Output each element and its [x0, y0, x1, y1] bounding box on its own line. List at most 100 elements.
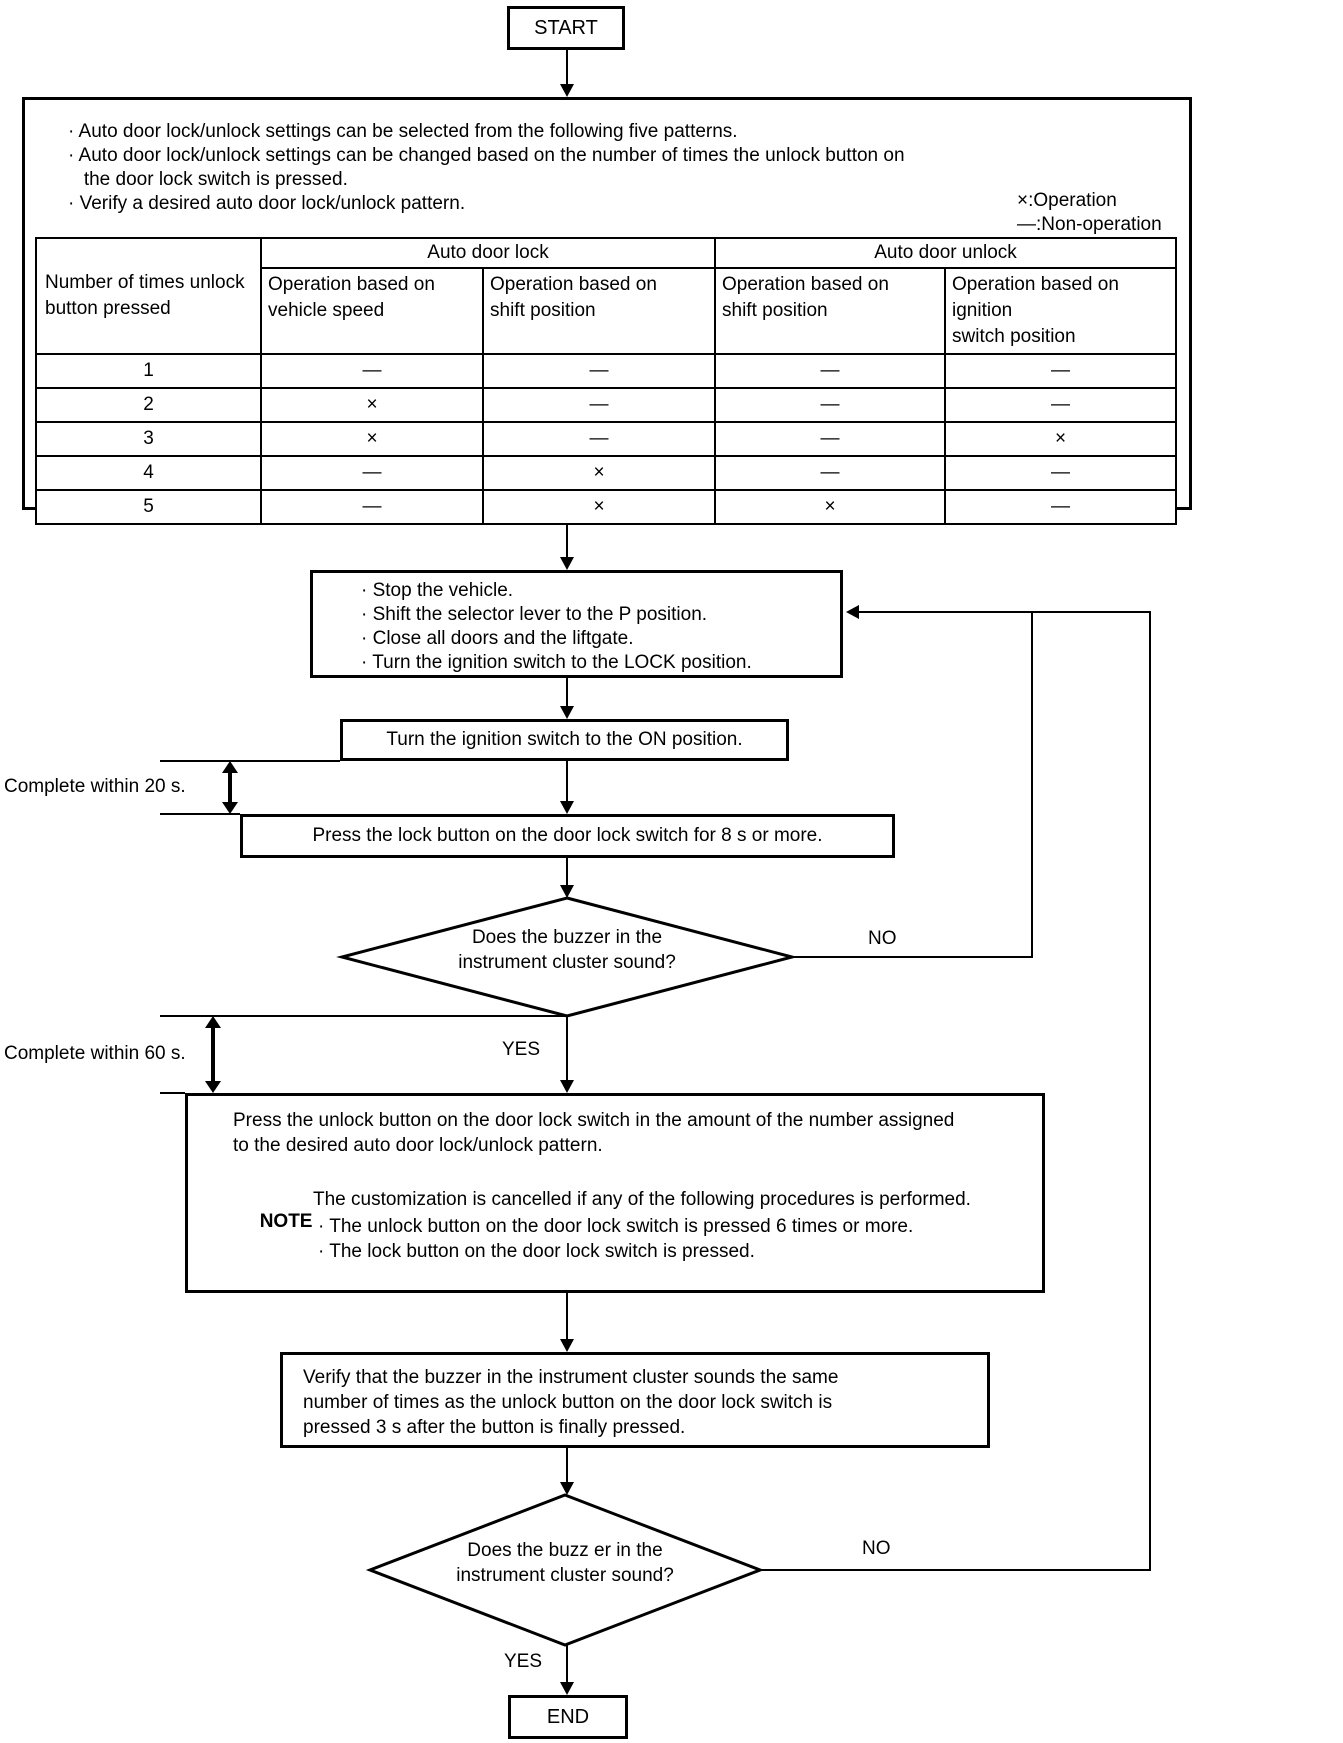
subheader-shift-position-lock: Operation based on shift position — [482, 267, 716, 355]
arrowhead-down-icon — [560, 885, 574, 898]
arrowheads — [560, 84, 859, 1695]
prepare-vehicle-box: · Stop the vehicle.· Shift the selector … — [310, 570, 843, 678]
arrowhead-down-icon — [560, 1339, 574, 1352]
mark-cell: × — [482, 455, 716, 491]
end-label: END — [546, 1705, 590, 1728]
table-row: 3×——× — [35, 421, 1177, 457]
prepare-bullet-line: · Close all doors and the liftgate. — [361, 628, 634, 649]
arrowhead-down-icon — [560, 84, 574, 97]
verify-line: number of times as the unlock button on … — [303, 1392, 833, 1413]
mark-cell: — — [482, 353, 716, 389]
table-row: 1———— — [35, 353, 1177, 389]
mark-cell: — — [260, 455, 484, 491]
table-group-header-row: Number of times unlock button pressed Au… — [35, 237, 1177, 355]
arrowhead-down-icon — [560, 1080, 574, 1093]
table-row: 2×——— — [35, 387, 1177, 423]
intro-bullet-line: · Auto door lock/unlock settings can be … — [68, 145, 905, 166]
ignition-on-text: Turn the ignition switch to the ON posit… — [386, 729, 743, 750]
arrowhead-down-icon — [560, 706, 574, 719]
header-auto-door-unlock: Auto door unlock — [714, 237, 1177, 269]
press-unlock-text: Press the unlock button on the door lock… — [233, 1108, 954, 1158]
legend-line: —:Non-operation — [1017, 214, 1162, 235]
note-label: NOTE — [259, 1211, 313, 1232]
start-label: START — [534, 16, 598, 39]
times-cell: 4 — [35, 455, 262, 491]
arrowhead-down-icon — [560, 1482, 574, 1495]
subheader-ignition-switch: Operation based on ignition switch posit… — [944, 267, 1177, 355]
decision1-line2: instrument cluster sound? — [458, 952, 676, 973]
bracket-double-arrows — [205, 761, 238, 1093]
no-return-path-2 — [760, 611, 1151, 1571]
mark-cell: — — [714, 455, 946, 491]
prepare-bullet-list: · Stop the vehicle.· Shift the selector … — [361, 579, 752, 675]
mark-cell: — — [482, 421, 716, 457]
no-return-path-1 — [792, 612, 1033, 958]
press-unlock-line: to the desired auto door lock/unlock pat… — [233, 1135, 603, 1156]
mark-cell: — — [260, 489, 484, 525]
mark-cell: — — [944, 353, 1177, 389]
times-cell: 2 — [35, 387, 262, 423]
yes-label-2: YES — [504, 1651, 543, 1672]
intro-bullet-line: · Verify a desired auto door lock/unlock… — [68, 193, 466, 214]
table-row: 4—×—— — [35, 455, 1177, 491]
arrowhead-down-icon — [205, 1081, 221, 1093]
decision2-text: Does the buzz er in the instrument clust… — [405, 1538, 725, 1588]
mark-cell: — — [714, 387, 946, 423]
complete-20s-label: Complete within 20 s. — [4, 776, 186, 797]
arrowhead-down-icon — [222, 802, 238, 814]
intro-bullet-line: the door lock switch is pressed. — [68, 169, 348, 190]
mark-cell: × — [482, 489, 716, 525]
mark-cell: × — [260, 387, 484, 423]
complete-60s-label: Complete within 60 s. — [4, 1043, 186, 1064]
decision-diamond-2 — [365, 1493, 765, 1647]
arrowhead-up-icon — [205, 1016, 221, 1028]
no-label-2: NO — [862, 1538, 891, 1559]
no-label-1: NO — [868, 928, 897, 949]
prepare-bullet-line: · Turn the ignition switch to the LOCK p… — [361, 652, 752, 673]
operation-legend: ×:Operation —:Non-operation — [1017, 189, 1162, 237]
verify-line: Verify that the buzzer in the instrument… — [303, 1367, 839, 1388]
verify-line: pressed 3 s after the button is finally … — [303, 1417, 686, 1438]
mark-cell: — — [260, 353, 484, 389]
end-node: END — [508, 1695, 628, 1739]
ignition-on-box: Turn the ignition switch to the ON posit… — [340, 719, 789, 761]
pattern-table-body: 1————2×———3×——×4—×——5—××— — [35, 353, 1177, 525]
note-bullet-line: · The unlock button on the door lock swi… — [318, 1216, 914, 1237]
arrowhead-down-icon — [560, 557, 574, 570]
intro-bullet-line: · Auto door lock/unlock settings can be … — [68, 121, 738, 142]
times-cell: 5 — [35, 489, 262, 525]
mark-cell: — — [944, 489, 1177, 525]
decision-diamond-1 — [336, 896, 798, 1018]
arrowhead-up-icon — [222, 761, 238, 773]
intro-bullet-list: · Auto door lock/unlock settings can be … — [68, 120, 905, 216]
mark-cell: — — [714, 353, 946, 389]
verify-text: Verify that the buzzer in the instrument… — [303, 1365, 838, 1440]
mark-cell: — — [944, 387, 1177, 423]
decision2-line1: Does the buzz er in the — [467, 1540, 663, 1561]
start-node: START — [507, 6, 625, 50]
mark-cell: — — [714, 421, 946, 457]
table-row: 5—××— — [35, 489, 1177, 525]
press-unlock-line: Press the unlock button on the door lock… — [233, 1110, 955, 1131]
legend-line: ×:Operation — [1017, 190, 1117, 211]
press-lock-box: Press the lock button on the door lock s… — [240, 814, 895, 858]
mark-cell: — — [482, 387, 716, 423]
prepare-bullet-line: · Stop the vehicle. — [361, 580, 514, 601]
times-cell: 1 — [35, 353, 262, 389]
mark-cell: × — [944, 421, 1177, 457]
decision2-line2: instrument cluster sound? — [456, 1565, 674, 1586]
mark-cell: × — [714, 489, 946, 525]
note-bullet-line: · The lock button on the door lock switc… — [318, 1241, 755, 1262]
table-sub-header-row: Operation based on vehicle speed Operati… — [36, 267, 1177, 355]
subheader-shift-position-unlock: Operation based on shift position — [714, 267, 946, 355]
mark-cell: × — [260, 421, 484, 457]
note-row: NOTE The customization is cancelled if a… — [228, 1189, 971, 1277]
subheader-vehicle-speed: Operation based on vehicle speed — [260, 267, 484, 355]
yes-label-1: YES — [502, 1039, 541, 1060]
header-times-pressed: Number of times unlock button pressed — [35, 237, 262, 355]
arrowhead-down-icon — [560, 801, 574, 814]
note-bullet-list: · The unlock button on the door lock swi… — [318, 1214, 913, 1264]
press-lock-text: Press the lock button on the door lock s… — [312, 825, 823, 846]
